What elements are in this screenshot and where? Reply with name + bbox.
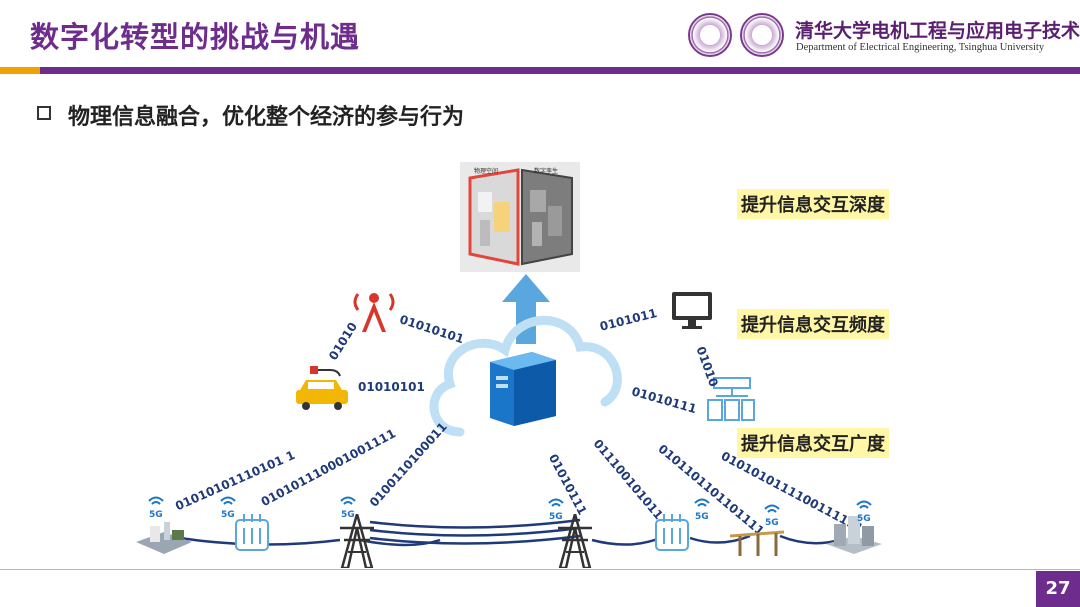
electric-car-icon xyxy=(296,366,348,410)
5g-label: 5G xyxy=(149,510,163,519)
5g-label: 5G xyxy=(341,510,355,519)
department-name-en: Department of Electrical Engineering, Ts… xyxy=(796,42,1045,53)
slide-subtitle: 物理信息融合，优化整个经济的参与行为 xyxy=(68,105,465,130)
footer-divider xyxy=(0,569,1080,570)
5g-signal-icon: 5G xyxy=(548,498,564,521)
5g-label: 5G xyxy=(765,518,779,527)
5g-label: 5G xyxy=(857,514,871,523)
server-icon xyxy=(490,352,556,426)
page-number: 27 xyxy=(1036,571,1080,607)
bullet-square-icon xyxy=(37,106,51,120)
digital-twin-panel: 物理空间 数字孪生 xyxy=(460,162,580,272)
digital-twin-label: 数字孪生 xyxy=(534,167,558,175)
transmission-tower-icon xyxy=(340,514,374,568)
5g-label: 5G xyxy=(695,512,709,521)
upload-arrow-icon xyxy=(502,274,550,344)
department-seal-icon xyxy=(740,13,784,57)
tag-interaction-breadth: 提升信息交互广度 xyxy=(737,428,889,458)
5g-signal-icon: 5G xyxy=(856,500,872,523)
network-devices-icon xyxy=(707,377,755,421)
transformer-icon xyxy=(655,514,689,551)
5g-signal-icon: 5G xyxy=(340,496,356,519)
binary-stream: 01010111 xyxy=(630,384,699,417)
5g-label: 5G xyxy=(549,512,563,521)
transmission-tower-icon xyxy=(558,514,592,568)
header-divider xyxy=(0,67,1080,74)
transformer-icon xyxy=(235,514,269,551)
tsinghua-seal-icon xyxy=(688,13,732,57)
5g-signal-icon: 5G xyxy=(148,496,164,519)
header-divider-accent xyxy=(0,67,40,74)
physical-space-label: 物理空间 xyxy=(474,167,498,175)
cell-tower-icon xyxy=(353,293,395,332)
slide-title: 数字化转型的挑战与机遇 xyxy=(30,20,361,54)
tag-interaction-frequency: 提升信息交互频度 xyxy=(737,309,889,339)
tag-interaction-depth: 提升信息交互深度 xyxy=(737,189,889,219)
binary-stream: 01010 xyxy=(326,319,361,363)
binary-stream: 01010 xyxy=(693,344,721,389)
distribution-line-icon xyxy=(730,530,784,556)
cloud-icon xyxy=(429,315,622,437)
5g-signal-icon: 5G xyxy=(220,496,236,519)
5g-label: 5G xyxy=(221,510,235,519)
monitor-icon xyxy=(672,292,712,329)
city-buildings-icon xyxy=(826,516,882,554)
power-plant-icon xyxy=(136,522,192,554)
5g-signal-icon: 5G xyxy=(694,498,710,521)
5g-signal-icon: 5G xyxy=(764,504,780,527)
department-name-cn: 清华大学电机工程与应用电子技术系 xyxy=(795,20,1080,42)
binary-stream: 01010101 xyxy=(358,380,425,394)
